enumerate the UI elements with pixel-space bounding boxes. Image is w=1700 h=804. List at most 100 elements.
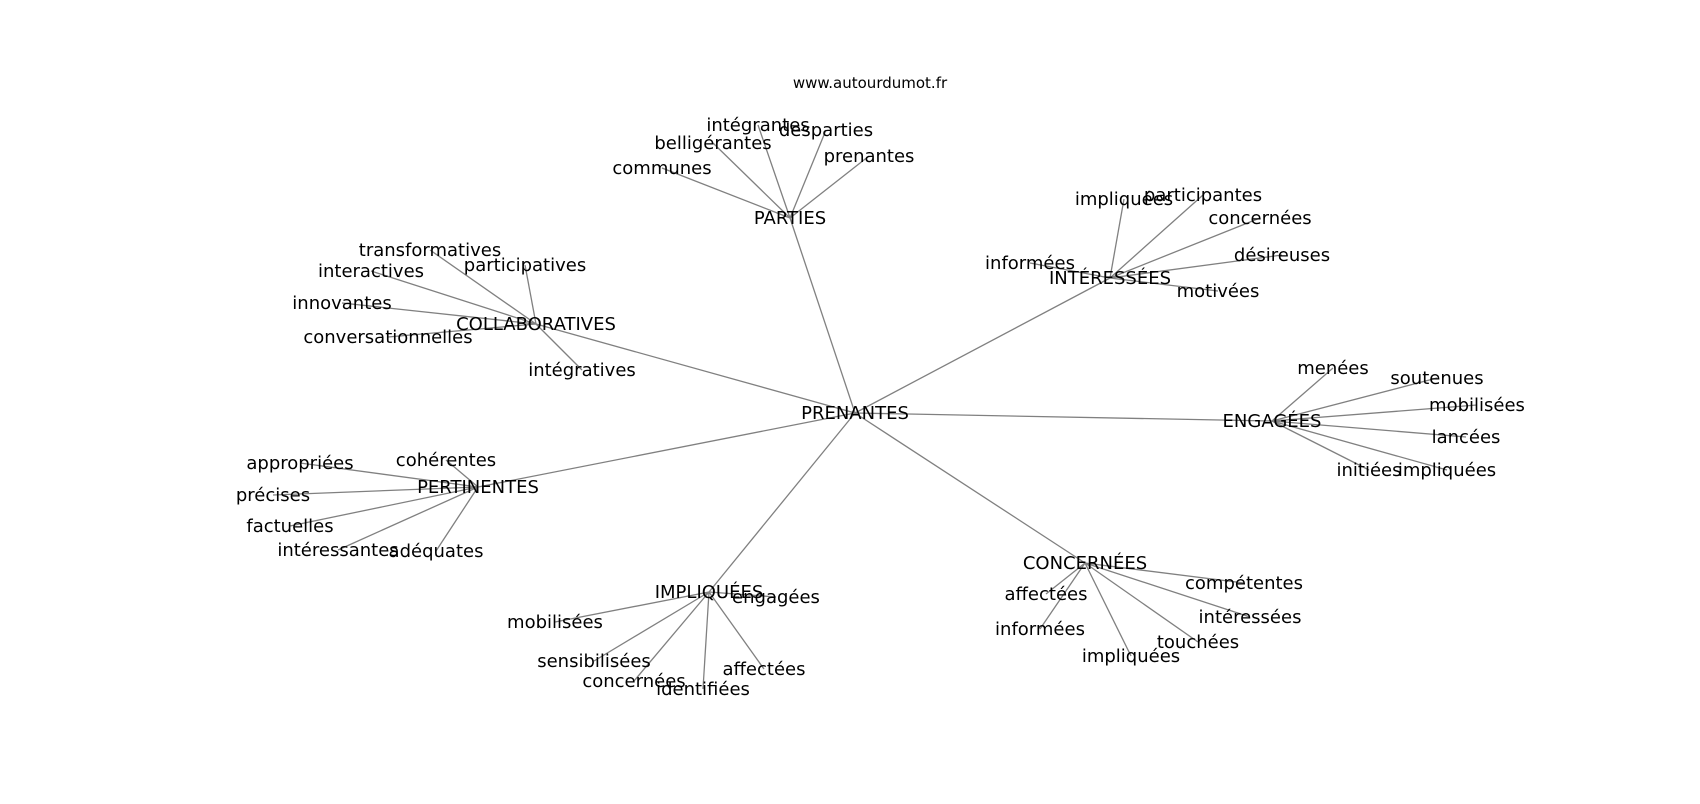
leaf-node: factuelles (246, 516, 333, 537)
site-url: www.autourdumot.fr (793, 74, 948, 92)
edge-parties-leaf (789, 155, 870, 219)
leaf-node: innovantes (292, 293, 391, 314)
edge-root-pertinentes (477, 412, 856, 488)
leaf-node: mobilisées (507, 612, 603, 633)
leaf-node: cohérentes (396, 450, 496, 471)
edge-engagees-leaf (1271, 377, 1438, 422)
edge-root-concernees (854, 412, 1086, 564)
leaf-node: touchées (1157, 632, 1239, 653)
leaf-node: compétentes (1185, 573, 1303, 594)
leaf-node: communes (612, 158, 711, 179)
edge-concernees-leaf (1045, 562, 1086, 595)
leaf-node: engagées (732, 587, 820, 608)
edge-collaboratives-leaf (429, 249, 537, 325)
edge-layer (272, 124, 1478, 690)
edge-root-interessees (854, 277, 1111, 414)
edge-interessees-leaf (1109, 217, 1261, 279)
edge-concernees-leaf (1084, 562, 1245, 584)
edge-impliquees-leaf (633, 591, 710, 682)
edge-impliquees-leaf (708, 591, 777, 598)
edge-engagees-leaf (1271, 420, 1467, 438)
edge-pertinentes-leaf (289, 486, 479, 527)
edge-pertinentes-leaf (337, 486, 479, 551)
leaf-node: menées (1297, 358, 1369, 379)
edge-interessees-leaf (1109, 198, 1125, 279)
leaf-node: conversationnelles (303, 327, 472, 348)
edge-root-engagees (854, 412, 1273, 422)
leaf-node: affectées (1005, 584, 1088, 605)
leaf-node: sensibilisées (537, 651, 651, 672)
edge-collaboratives-leaf (524, 264, 537, 325)
edge-interessees-leaf (1109, 254, 1283, 279)
edge-concernees-leaf (1039, 562, 1086, 630)
leaf-node: lancées (1432, 427, 1501, 448)
leaf-node: participatives (464, 255, 586, 276)
leaf-node: informées (995, 619, 1085, 640)
leaf-node: impliquées (1075, 189, 1173, 210)
leaf-node: appropriées (246, 453, 353, 474)
edge-parties-leaf (789, 129, 827, 219)
edge-engagees-leaf (1271, 420, 1448, 471)
edge-pertinentes-leaf (445, 459, 479, 488)
edge-engagees-leaf (1271, 404, 1478, 422)
edge-interessees-leaf (1029, 262, 1111, 279)
edge-parties-leaf (757, 124, 791, 219)
node-engagees: ENGAGÉES (1223, 410, 1322, 432)
leaf-node: concernées (1208, 208, 1311, 229)
edge-impliquees-leaf (554, 591, 710, 623)
edge-parties-leaf (712, 142, 791, 219)
edge-root-collaboratives (535, 323, 856, 414)
node-impliquees: IMPLIQUÉES (655, 581, 764, 603)
leaf-node: prenantes (824, 146, 915, 167)
edge-impliquees-leaf (708, 591, 765, 670)
leaf-node: affectées (723, 659, 806, 680)
leaf-node: desparties (779, 120, 873, 141)
leaf-node: transformatives (359, 240, 501, 261)
node-concernees: CONCERNÉES (1023, 552, 1147, 574)
node-interessees: INTÉRESSÉES (1049, 267, 1171, 289)
leaf-node: informées (985, 253, 1075, 274)
leaf-node: mobilisées (1429, 395, 1525, 416)
edge-pertinentes-leaf (272, 486, 479, 496)
edge-interessees-leaf (1109, 194, 1204, 279)
edge-root-impliquees (708, 412, 856, 593)
leaf-node: intégrantes (706, 115, 809, 136)
edge-concernees-leaf (1084, 562, 1251, 618)
leaf-node: soutenues (1390, 368, 1483, 389)
leaf-node: initiées (1337, 460, 1402, 481)
edge-interessees-leaf (1109, 277, 1219, 292)
node-pertinentes: PERTINENTES (417, 477, 539, 498)
edge-root-parties (789, 217, 856, 414)
edge-impliquees-leaf (702, 591, 710, 690)
leaf-node: adéquates (389, 541, 484, 562)
edge-collaboratives-leaf (370, 270, 537, 325)
leaf-node: concernées (582, 671, 685, 692)
leaf-node: interactives (318, 261, 424, 282)
leaf-node: motivées (1177, 281, 1260, 302)
edge-engagees-leaf (1271, 367, 1334, 422)
leaf-node: impliquées (1082, 646, 1180, 667)
leaf-node: intégratives (528, 360, 636, 381)
edge-parties-leaf (661, 167, 791, 219)
edge-collaboratives-leaf (387, 323, 537, 338)
edge-collaboratives-leaf (341, 302, 537, 325)
label-layer: www.autourdumot.fr PRENANTES intégrantes… (236, 74, 1525, 700)
edge-impliquees-leaf (593, 591, 710, 662)
edge-pertinentes-leaf (435, 486, 479, 552)
edge-concernees-leaf (1084, 562, 1132, 657)
edge-engagees-leaf (1271, 420, 1370, 471)
leaf-node: identifiées (656, 679, 750, 700)
leaf-node: impliquées (1398, 460, 1496, 481)
leaf-node: désireuses (1234, 245, 1330, 266)
leaf-node: belligérantes (654, 133, 771, 154)
leaf-node: intéressées (1199, 607, 1302, 628)
node-collaboratives: COLLABORATIVES (456, 314, 616, 335)
edge-concernees-leaf (1084, 562, 1199, 643)
node-root: PRENANTES (801, 403, 909, 424)
leaf-node: précises (236, 485, 310, 506)
node-parties: PARTIES (754, 208, 826, 229)
edge-collaboratives-leaf (535, 323, 583, 371)
leaf-node: participantes (1144, 185, 1262, 206)
